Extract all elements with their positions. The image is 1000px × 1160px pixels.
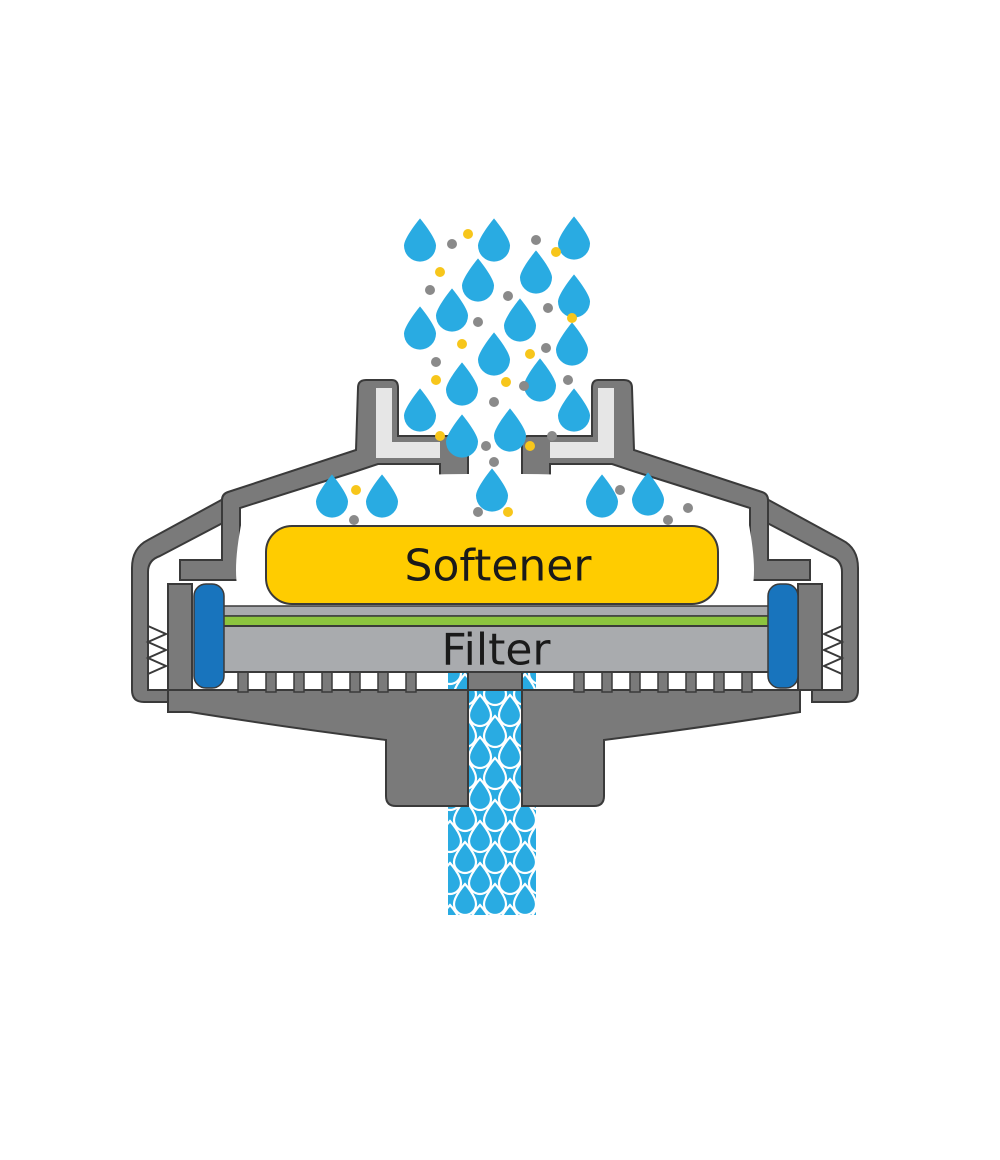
- particle-dot-icon: [563, 375, 573, 385]
- particle-dot-icon: [435, 267, 445, 277]
- particle-dot-icon: [531, 235, 541, 245]
- water-droplet-icon: [558, 274, 590, 318]
- particle-dot-icon: [489, 457, 499, 467]
- water-droplet-icon: [558, 388, 590, 432]
- water-droplet-icon: [558, 216, 590, 260]
- water-droplet-icon: [504, 298, 536, 342]
- water-droplet-icon: [404, 218, 436, 262]
- particle-dot-icon: [489, 397, 499, 407]
- particle-dot-icon: [473, 317, 483, 327]
- particle-dot-icon: [463, 229, 473, 239]
- seal-rings: [193, 583, 799, 689]
- filter-label: Filter: [442, 625, 552, 676]
- particle-dot-icon: [663, 515, 673, 525]
- particle-dot-icon: [431, 357, 441, 367]
- water-droplet-icon: [446, 414, 478, 458]
- particle-dot-icon: [503, 507, 513, 517]
- water-droplet-icon: [524, 358, 556, 402]
- water-droplet-icon: [436, 288, 468, 332]
- water-droplet-icon: [478, 218, 510, 262]
- particle-dot-icon: [525, 349, 535, 359]
- particle-dot-icon: [525, 441, 535, 451]
- incoming-water-droplets: [316, 216, 664, 518]
- particle-dot-icon: [431, 375, 441, 385]
- water-droplet-icon: [478, 332, 510, 376]
- particle-dot-icon: [425, 285, 435, 295]
- particle-dot-icon: [567, 313, 577, 323]
- particle-dot-icon: [543, 303, 553, 313]
- seal-right: [767, 583, 799, 689]
- particle-dot-icon: [447, 239, 457, 249]
- water-droplet-icon: [556, 322, 588, 366]
- impurity-particles: [349, 229, 693, 525]
- particle-dot-icon: [349, 515, 359, 525]
- particle-dot-icon: [683, 503, 693, 513]
- water-droplet-icon: [366, 474, 398, 518]
- particle-dot-icon: [551, 247, 561, 257]
- water-droplet-icon: [404, 388, 436, 432]
- water-droplet-icon: [520, 250, 552, 294]
- particle-dot-icon: [615, 485, 625, 495]
- particle-dot-icon: [481, 441, 491, 451]
- softener-label: Softener: [405, 541, 593, 592]
- seal-left: [193, 583, 225, 689]
- particle-dot-icon: [547, 431, 557, 441]
- softener-layer: Softener: [265, 525, 719, 605]
- water-droplet-icon: [404, 306, 436, 350]
- particle-dot-icon: [457, 339, 467, 349]
- particle-dot-icon: [351, 485, 361, 495]
- water-droplet-icon: [586, 474, 618, 518]
- particle-dot-icon: [503, 291, 513, 301]
- particle-dot-icon: [501, 377, 511, 387]
- water-droplet-icon: [494, 408, 526, 452]
- water-droplet-icon: [446, 362, 478, 406]
- water-droplet-icon: [462, 258, 494, 302]
- water-droplet-icon: [476, 468, 508, 512]
- housing-left-wing: [131, 490, 237, 703]
- particle-dot-icon: [519, 381, 529, 391]
- particle-dot-icon: [435, 431, 445, 441]
- particle-dot-icon: [541, 343, 551, 353]
- housing-side-right: [797, 583, 823, 691]
- particle-dot-icon: [473, 507, 483, 517]
- housing-right-wing: [753, 490, 859, 703]
- housing-side-left: [167, 583, 193, 691]
- water-droplet-icon: [316, 474, 348, 518]
- filter-layer: Filter: [219, 605, 773, 676]
- water-droplet-icon: [632, 472, 664, 516]
